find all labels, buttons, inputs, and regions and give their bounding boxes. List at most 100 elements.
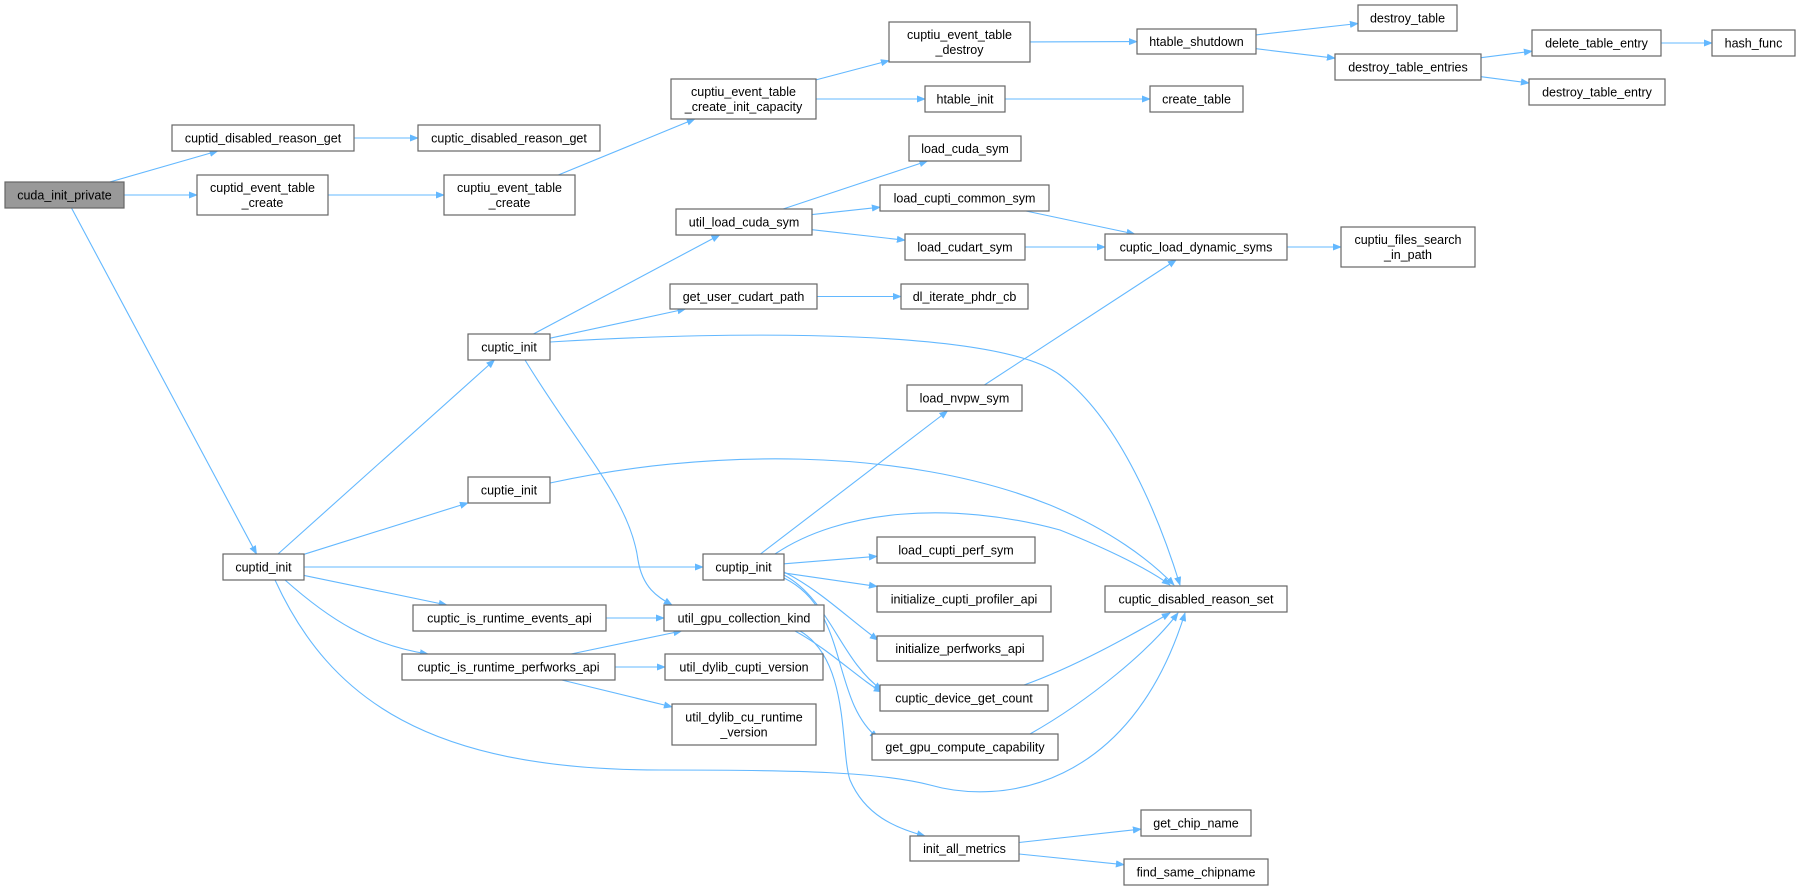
node-load_cudart_sym[interactable]: load_cudart_sym xyxy=(904,233,1026,261)
node-label: hash_func xyxy=(1725,37,1783,51)
edge-htable_shutdown-to-destroy_table_entries xyxy=(1255,48,1336,61)
node-label: _create xyxy=(241,196,284,210)
node-label: cuptic_disabled_reason_get xyxy=(431,132,587,146)
node-load_nvpw_sym[interactable]: load_nvpw_sym xyxy=(906,384,1023,412)
node-load_cupti_perf_sym[interactable]: load_cupti_perf_sym xyxy=(876,536,1036,564)
node-box xyxy=(876,585,1052,613)
node-box xyxy=(1104,233,1288,261)
edge-cuptie_init-to-cuptic_disabled_reason_set xyxy=(549,458,1175,586)
node-box xyxy=(417,124,601,152)
node-box xyxy=(196,174,329,216)
node-cuptid_init[interactable]: cuptid_init xyxy=(222,553,305,581)
node-label: destroy_table_entries xyxy=(1348,61,1468,75)
node-util_gpu_collection_kind[interactable]: util_gpu_collection_kind xyxy=(663,604,825,632)
node-label: initialize_perfworks_api xyxy=(895,642,1024,656)
node-hash_func[interactable]: hash_func xyxy=(1711,29,1796,57)
edge-cuptic_is_runtime_perfworks_api-to-util_dylib_cu_runtime_version xyxy=(561,679,673,709)
node-destroy_table[interactable]: destroy_table xyxy=(1357,4,1458,32)
node-box xyxy=(1711,29,1796,57)
node-box xyxy=(412,604,607,632)
node-get_chip_name[interactable]: get_chip_name xyxy=(1140,809,1252,837)
node-cuptic_disabled_reason_set[interactable]: cuptic_disabled_reason_set xyxy=(1104,585,1288,613)
edge-util_gpu_collection_kind-to-init_all_metrics xyxy=(799,630,926,838)
node-util_load_cuda_sym[interactable]: util_load_cuda_sym xyxy=(675,208,813,236)
node-label: load_nvpw_sym xyxy=(920,392,1010,406)
node-box xyxy=(1136,28,1257,55)
edge-cuda_init_private-to-cuptid_init xyxy=(71,207,257,555)
node-label: load_cupti_perf_sym xyxy=(898,544,1013,558)
node-label: htable_shutdown xyxy=(1149,35,1244,49)
node-cuptiu_event_table_create[interactable]: cuptiu_event_table_create xyxy=(443,174,576,216)
node-delete_table_entry[interactable]: delete_table_entry xyxy=(1531,29,1662,57)
node-label: init_all_metrics xyxy=(923,842,1006,856)
node-box xyxy=(909,835,1020,862)
node-label: cuptic_load_dynamic_syms xyxy=(1120,241,1273,255)
edge-cuptip_init-to-cuptic_disabled_reason_set xyxy=(774,512,1171,586)
node-box xyxy=(879,684,1049,712)
node-init_all_metrics[interactable]: init_all_metrics xyxy=(909,835,1020,862)
edges-layer xyxy=(71,20,1713,868)
node-box xyxy=(1531,29,1662,57)
node-label: cuptic_is_runtime_events_api xyxy=(427,612,592,626)
node-box xyxy=(871,733,1059,761)
node-label: cuptic_is_runtime_perfworks_api xyxy=(417,661,599,675)
node-label: cuptic_device_get_count xyxy=(895,692,1033,706)
node-label: cuptie_init xyxy=(481,484,538,498)
node-find_same_chipname[interactable]: find_same_chipname xyxy=(1123,858,1269,886)
node-cuptic_device_get_count[interactable]: cuptic_device_get_count xyxy=(879,684,1049,712)
node-cuptiu_files_search_in_path[interactable]: cuptiu_files_search_in_path xyxy=(1340,226,1476,268)
node-cuptiu_event_table_create_init_capacity[interactable]: cuptiu_event_table_create_init_capacity xyxy=(670,78,817,120)
node-get_user_cudart_path[interactable]: get_user_cudart_path xyxy=(669,283,818,310)
node-cuptid_disabled_reason_get[interactable]: cuptid_disabled_reason_get xyxy=(171,124,355,152)
node-destroy_table_entry[interactable]: destroy_table_entry xyxy=(1528,78,1666,106)
node-label: _destroy xyxy=(935,43,985,57)
node-cuptic_load_dynamic_syms[interactable]: cuptic_load_dynamic_syms xyxy=(1104,233,1288,261)
node-initialize_perfworks_api[interactable]: initialize_perfworks_api xyxy=(876,635,1044,662)
node-cuptid_event_table_create[interactable]: cuptid_event_table_create xyxy=(196,174,329,216)
node-label: cuptiu_event_table xyxy=(691,85,796,99)
node-box xyxy=(1357,4,1458,32)
node-htable_init[interactable]: htable_init xyxy=(924,85,1006,113)
node-create_table[interactable]: create_table xyxy=(1149,85,1244,113)
node-cuptic_disabled_reason_get[interactable]: cuptic_disabled_reason_get xyxy=(417,124,601,152)
node-dl_iterate_phdr_cb[interactable]: dl_iterate_phdr_cb xyxy=(900,283,1029,310)
node-cuda_init_private[interactable]: cuda_init_private xyxy=(4,181,125,209)
edge-get_gpu_compute_capability-to-cuptic_disabled_reason_set xyxy=(1029,612,1179,735)
node-cuptip_init[interactable]: cuptip_init xyxy=(702,553,785,581)
edge-cuda_init_private-to-cuptid_disabled_reason_get xyxy=(109,149,219,183)
node-get_gpu_compute_capability[interactable]: get_gpu_compute_capability xyxy=(871,733,1059,761)
node-cuptic_init[interactable]: cuptic_init xyxy=(467,333,551,361)
node-label: cuptip_init xyxy=(715,561,772,575)
node-box xyxy=(876,635,1044,662)
node-label: util_dylib_cupti_version xyxy=(679,661,808,675)
node-cuptiu_event_table_destroy[interactable]: cuptiu_event_table_destroy xyxy=(888,21,1031,63)
node-util_dylib_cu_runtime_version[interactable]: util_dylib_cu_runtime_version xyxy=(671,703,817,746)
edge-cuptip_init-to-load_cupti_perf_sym xyxy=(783,553,878,565)
node-box xyxy=(1140,809,1252,837)
edge-util_load_cuda_sym-to-load_cupti_common_sym xyxy=(811,204,881,216)
node-label: htable_init xyxy=(937,93,995,107)
node-label: cuptiu_event_table xyxy=(457,181,562,195)
node-label: find_same_chipname xyxy=(1137,866,1256,880)
edge-cuptic_init-to-get_user_cudart_path xyxy=(549,307,687,339)
node-cuptic_is_runtime_events_api[interactable]: cuptic_is_runtime_events_api xyxy=(412,604,607,632)
node-load_cupti_common_sym[interactable]: load_cupti_common_sym xyxy=(879,184,1050,212)
edge-cuptip_init-to-initialize_cupti_profiler_api xyxy=(783,572,878,589)
node-label: cuptiu_event_table xyxy=(907,28,1012,42)
node-box xyxy=(1340,226,1476,268)
node-htable_shutdown[interactable]: htable_shutdown xyxy=(1136,28,1257,55)
node-box xyxy=(1528,78,1666,106)
node-cuptie_init[interactable]: cuptie_init xyxy=(467,476,551,504)
node-cuptic_is_runtime_perfworks_api[interactable]: cuptic_is_runtime_perfworks_api xyxy=(401,653,616,681)
node-load_cuda_sym[interactable]: load_cuda_sym xyxy=(908,135,1022,162)
node-label: cuptid_event_table xyxy=(210,181,315,195)
node-box xyxy=(467,333,551,361)
node-initialize_cupti_profiler_api[interactable]: initialize_cupti_profiler_api xyxy=(876,585,1052,613)
node-destroy_table_entries[interactable]: destroy_table_entries xyxy=(1334,53,1482,81)
edge-cuptid_init-to-cuptie_init xyxy=(303,501,469,555)
node-box xyxy=(900,283,1029,310)
node-util_dylib_cupti_version[interactable]: util_dylib_cupti_version xyxy=(664,653,824,681)
edge-cuptip_init-to-load_nvpw_sym xyxy=(760,410,949,555)
edge-cuptic_init-to-util_load_cuda_sym xyxy=(533,234,721,335)
